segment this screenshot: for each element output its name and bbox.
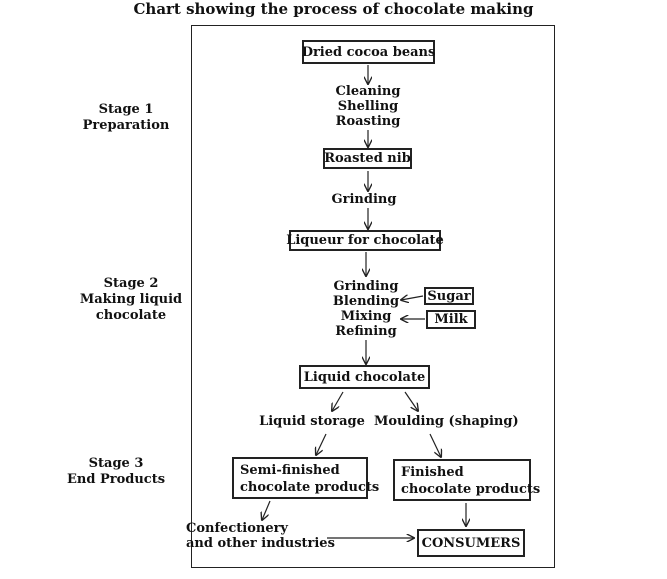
stage-2-name-line1: Making liquid [79,292,183,307]
step-mixing: Mixing [340,309,392,324]
finished-products-box: Finished chocolate products [393,459,541,501]
arrow-sugar-to-blending [401,296,424,300]
flowchart-frame [191,25,555,568]
confectionery-line1: Confectionery [186,521,288,536]
grinding-step: Grinding [331,192,397,207]
roasted-nib-box: Roasted nib [323,148,412,169]
making-steps: Grinding Blending Mixing Refining [322,279,410,339]
stage-2-name-line2: chocolate [95,308,167,323]
stage-1-number: Stage 1 [98,102,154,117]
step-roasting: Roasting [335,114,401,129]
semi-finished-line2: chocolate products [240,480,380,495]
liquid-chocolate-box: Liquid chocolate [299,365,430,389]
step-grinding-2: Grinding [333,279,399,294]
semi-finished-line1: Semi-finished [240,463,340,478]
stage-3-number: Stage 3 [88,456,144,471]
step-refining: Refining [335,324,397,339]
stage-1-name: Preparation [82,118,170,133]
preparation-steps: Cleaning Shelling Roasting [318,84,418,129]
dried-cocoa-beans-box: Dried cocoa beans [302,40,435,64]
confectionery-label: Confectionery and other industries [186,521,335,551]
liquid-storage-label: Liquid storage [259,414,365,429]
arrow-liquid-to-moulding [404,391,418,411]
stage-3-name: End Products [66,472,166,487]
consumers-box: CONSUMERS [417,529,525,557]
step-shelling: Shelling [337,99,399,114]
arrow-storage-to-semi [316,433,327,455]
step-cleaning: Cleaning [335,84,401,99]
liqueur-box: Liqueur for chocolate [286,230,444,251]
milk-box: Milk [426,310,476,329]
confectionery-line2: and other industries [186,536,335,551]
step-blending: Blending [332,294,400,309]
sugar-box: Sugar [424,287,474,305]
arrow-liquid-to-storage [332,391,344,411]
finished-line2: chocolate products [401,482,541,497]
moulding-label: Moulding (shaping) [374,414,519,429]
stage-2-label: Stage 2 Making liquid chocolate [71,276,191,324]
stage-2-number: Stage 2 [103,276,159,291]
arrow-semi-to-confectionery [262,500,271,520]
semi-finished-products-box: Semi-finished chocolate products [232,457,380,499]
stage-1-label: Stage 1 Preparation [76,102,176,134]
stage-3-label: Stage 3 End Products [61,456,171,488]
diagram-title: Chart showing the process of chocolate m… [133,0,534,18]
finished-line1: Finished [401,465,464,480]
arrow-moulding-to-finished [429,433,441,457]
